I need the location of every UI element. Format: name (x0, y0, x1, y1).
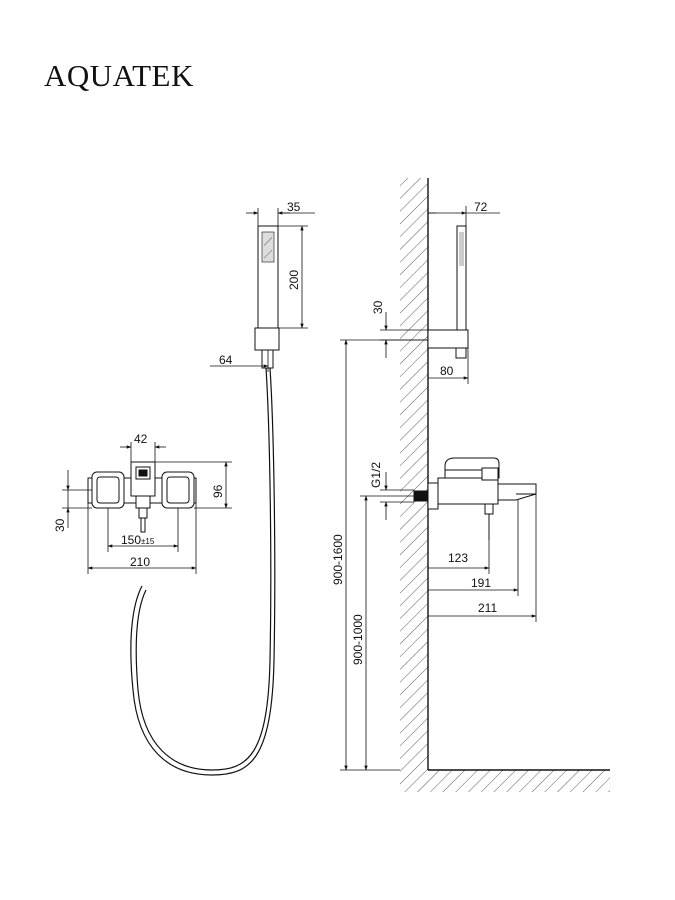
side-mixer (413, 457, 537, 540)
dim-96 (155, 461, 232, 509)
label-123: 123 (448, 551, 468, 565)
front-view (62, 208, 315, 776)
label-35: 35 (287, 200, 301, 214)
label-200: 200 (287, 270, 301, 290)
mixer-body-front (87, 461, 197, 533)
dim-210 (87, 503, 197, 574)
label-30-front: 30 (53, 518, 67, 532)
dim-42 (120, 442, 166, 462)
dim-72 (428, 206, 500, 226)
dim-80 (428, 348, 469, 384)
label-900-1000: 900-1000 (351, 614, 365, 665)
side-holder (427, 329, 469, 349)
shower-hose (130, 367, 276, 776)
label-42: 42 (134, 432, 148, 446)
label-150-tolerance: ±15 (141, 537, 155, 546)
dim-191 (428, 500, 519, 596)
dim-30-front (62, 470, 92, 528)
label-96: 96 (211, 484, 225, 498)
dim-900-1000 (360, 495, 414, 771)
label-900-1600: 900-1600 (331, 534, 345, 585)
brand-logo: AQUATEK (44, 58, 194, 93)
side-view (340, 178, 610, 792)
wall (400, 178, 428, 770)
dim-211 (428, 494, 537, 622)
label-72: 72 (474, 200, 488, 214)
label-191: 191 (471, 576, 491, 590)
label-210: 210 (130, 555, 150, 569)
dim-g12 (380, 472, 414, 520)
label-211: 211 (478, 601, 497, 615)
label-150: 150±15 (121, 533, 155, 547)
shower-holder (254, 327, 280, 351)
label-150-value: 150 (121, 533, 141, 547)
label-30-side: 30 (371, 300, 385, 314)
label-64: 64 (219, 353, 233, 367)
floor (400, 770, 610, 792)
label-80: 80 (440, 364, 454, 378)
dim-123 (428, 540, 490, 574)
dim-200 (278, 225, 308, 329)
dim-35 (246, 208, 315, 226)
dim-150 (107, 508, 179, 552)
hand-shower (257, 225, 279, 329)
dim-64 (210, 350, 269, 372)
label-g12: G1/2 (369, 462, 383, 488)
dim-900-1600 (340, 339, 428, 771)
